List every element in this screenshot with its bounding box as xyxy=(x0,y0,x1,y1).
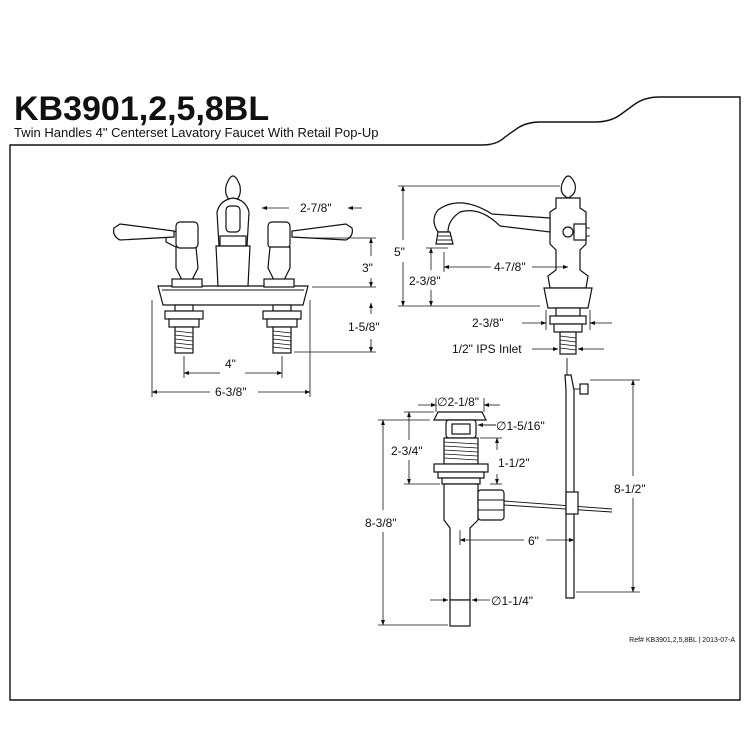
right-shank xyxy=(262,304,302,354)
pivot-rod xyxy=(503,500,613,510)
dim-center: 4" xyxy=(225,357,236,371)
dim-total-length: 8-3/8" xyxy=(365,516,397,530)
model-subtitle: Twin Handles 4" Centerset Lavatory Fauce… xyxy=(14,125,378,140)
side-base xyxy=(543,287,593,309)
reference-code: Ref# KB3901,2,5,8BL | 2013-07-A xyxy=(629,637,735,644)
front-spout xyxy=(215,175,251,287)
dim-width: 6-3/8" xyxy=(215,385,247,399)
side-body xyxy=(547,197,589,289)
side-aerator xyxy=(435,231,454,245)
dim-base-diameter: 2-3/8" xyxy=(472,316,504,330)
drain-flange xyxy=(433,411,487,421)
model-title: KB3901,2,5,8BL xyxy=(14,90,269,128)
side-view: 5" 2-3/8" 4-7/8" 2-3/8" 1/2" IPS Inlet xyxy=(394,175,612,356)
dim-height: 3" xyxy=(362,261,373,275)
tail-piece xyxy=(449,599,471,627)
lift-rod xyxy=(564,374,575,599)
side-finial xyxy=(560,175,576,199)
front-view: 2-7/8" 3" 1-5/8" 4" 6-3/8" xyxy=(113,175,380,399)
dim-shank-length: 1-5/8" xyxy=(348,320,380,334)
dim-tail-diameter: ∅1-1/4" xyxy=(491,594,533,608)
dim-flange-diameter: ∅2-1/8" xyxy=(437,395,479,409)
dim-lift-offset: 6" xyxy=(528,534,539,548)
side-inlet xyxy=(559,331,577,355)
dim-rod-length: 8-1/2" xyxy=(614,482,646,496)
left-handle xyxy=(113,221,203,288)
dim-upper-height: 2-3/4" xyxy=(391,444,423,458)
dim-inlet: 1/2" IPS Inlet xyxy=(452,342,522,356)
dim-spout-height: 2-3/8" xyxy=(409,274,441,288)
popup-drain-view: ∅2-1/8" ∅1-5/16" 2-3/4" 1-1/2" 8-3/8" 8-… xyxy=(365,358,646,627)
dim-total-height: 5" xyxy=(394,245,405,259)
right-handle xyxy=(263,221,353,288)
side-spout xyxy=(433,202,551,233)
sheet-frame xyxy=(9,96,741,701)
deck-plate xyxy=(157,285,309,306)
dim-spout-reach: 4-7/8" xyxy=(494,260,526,274)
dim-handle-span: 2-7/8" xyxy=(300,201,332,215)
left-shank xyxy=(164,304,204,354)
pivot-nut xyxy=(477,489,505,521)
dim-thread-height: 1-1/2" xyxy=(498,456,530,470)
dim-body-diameter: ∅1-5/16" xyxy=(496,419,545,433)
